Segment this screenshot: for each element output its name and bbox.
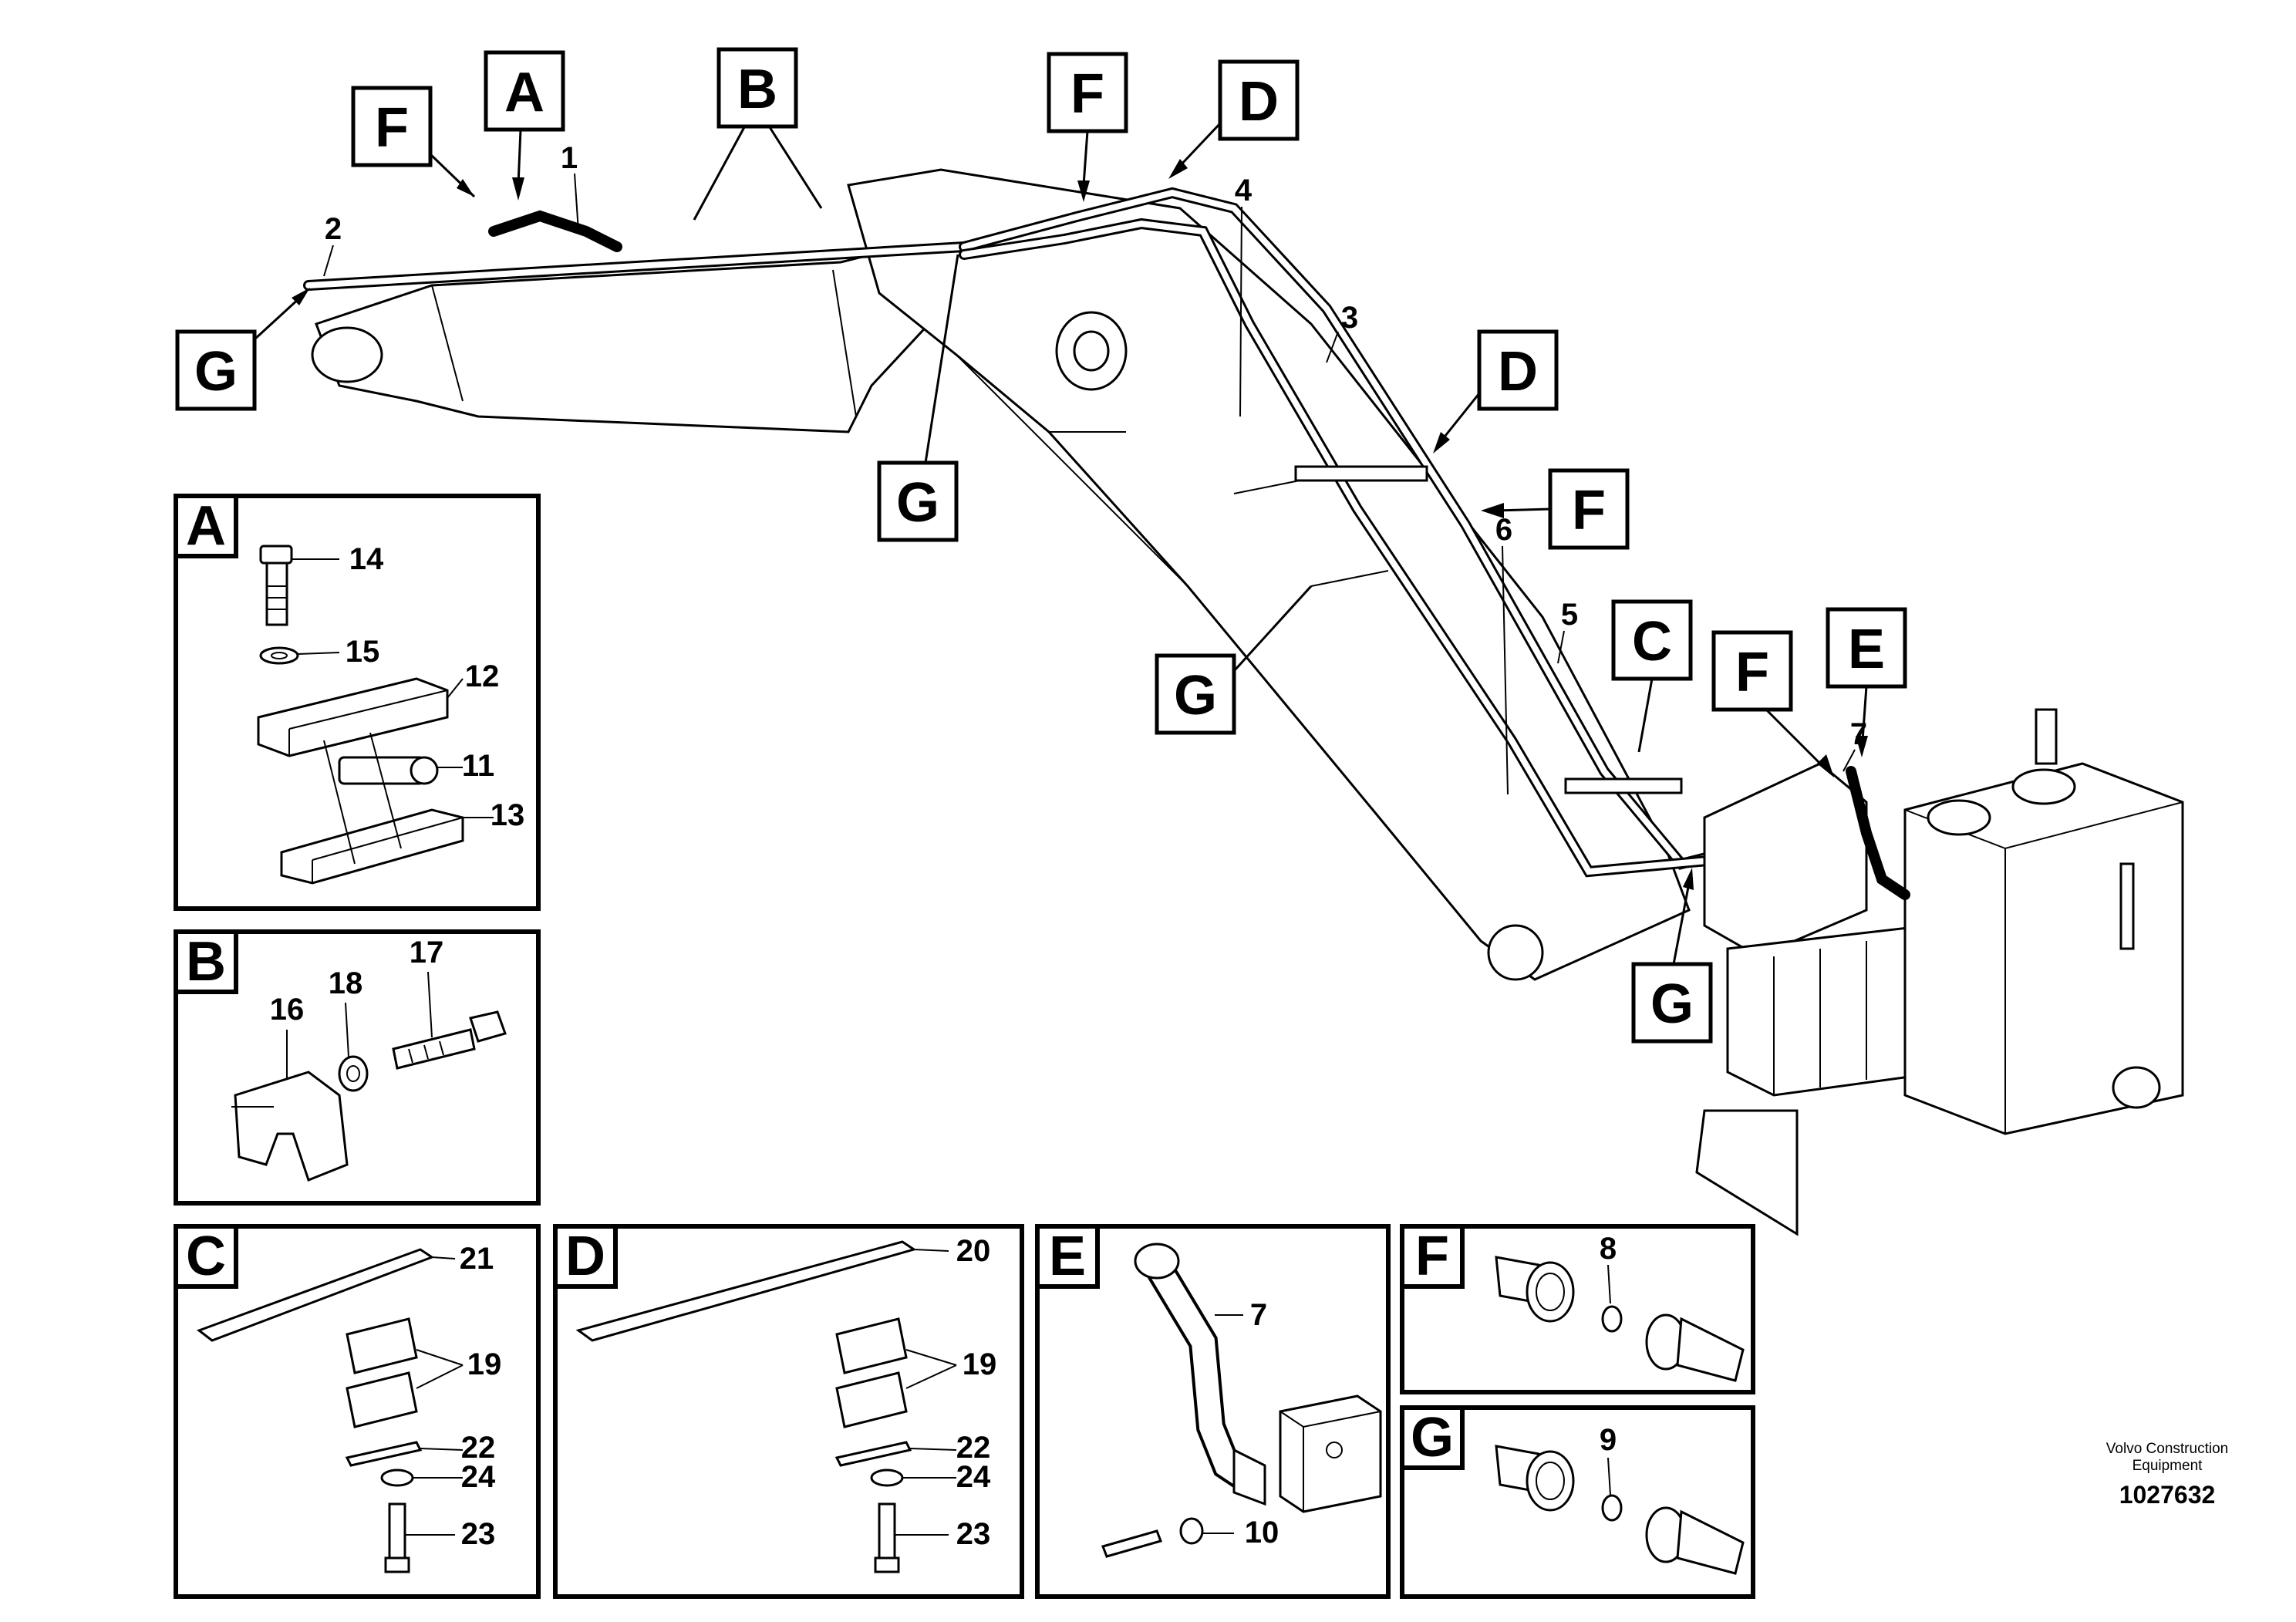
part-number-18: 18 bbox=[329, 966, 363, 1000]
part-number-16: 16 bbox=[270, 993, 305, 1027]
svg-text:G: G bbox=[1650, 973, 1694, 1035]
detail-panel-C: C 21 19 22 24 23 bbox=[174, 1224, 541, 1599]
svg-text:F: F bbox=[1572, 480, 1606, 541]
part-number-9: 9 bbox=[1600, 1423, 1617, 1457]
detail-panel-A: A 14 15 12 11 13 bbox=[174, 494, 541, 911]
part-number-14: 14 bbox=[349, 542, 384, 576]
svg-text:A: A bbox=[186, 495, 226, 557]
drawing-number: 1027632 bbox=[2119, 1481, 2216, 1509]
detail-panel-B: B 16 18 17 bbox=[174, 929, 541, 1206]
svg-text:G: G bbox=[1411, 1407, 1454, 1469]
callout-E-right: E bbox=[1826, 607, 1907, 757]
callout-G-bottom: G bbox=[1631, 868, 1713, 1044]
svg-text:F: F bbox=[1735, 642, 1769, 703]
svg-text:G: G bbox=[896, 472, 939, 534]
detail-panel-D: D 20 19 22 24 23 bbox=[553, 1224, 1024, 1599]
callout-F-top-left: F bbox=[351, 86, 476, 198]
part-number-10: 10 bbox=[1245, 1516, 1279, 1549]
part-number-11: 11 bbox=[462, 749, 494, 783]
part-number-7-e: 7 bbox=[1250, 1298, 1267, 1332]
svg-text:F: F bbox=[1415, 1226, 1449, 1287]
part-number-6: 6 bbox=[1495, 513, 1512, 547]
callout-D-right: D bbox=[1433, 329, 1559, 454]
part-number-22: 22 bbox=[461, 1431, 496, 1465]
part-number-15: 15 bbox=[346, 635, 380, 669]
part-number-23-d: 23 bbox=[956, 1517, 991, 1551]
part-number-24-d: 24 bbox=[956, 1460, 991, 1494]
callout-D-top: D bbox=[1168, 59, 1300, 179]
detail-panel-G: G 9 bbox=[1400, 1405, 1755, 1599]
svg-text:F: F bbox=[375, 97, 409, 159]
boom-illustration bbox=[303, 168, 2184, 1236]
part-number-23: 23 bbox=[461, 1517, 496, 1551]
callout-G-boom: G bbox=[1155, 585, 1313, 735]
brand-label: Volvo Construction Equipment bbox=[2106, 1441, 2229, 1474]
part-number-22-d: 22 bbox=[956, 1431, 991, 1465]
svg-text:D: D bbox=[565, 1226, 605, 1287]
detail-panel-E: E 7 10 bbox=[1035, 1224, 1391, 1599]
part-number-5: 5 bbox=[1561, 598, 1578, 632]
part-number-19-d: 19 bbox=[963, 1347, 997, 1381]
callout-G-left: G bbox=[175, 288, 310, 411]
svg-text:C: C bbox=[186, 1226, 226, 1287]
part-number-7: 7 bbox=[1850, 717, 1867, 751]
part-number-4: 4 bbox=[1235, 174, 1253, 207]
svg-text:G: G bbox=[1174, 665, 1217, 727]
part-number-24: 24 bbox=[461, 1460, 496, 1494]
drawing-footer: Volvo Construction Equipment 1027632 bbox=[2075, 1441, 2260, 1509]
part-number-2: 2 bbox=[325, 212, 342, 246]
svg-text:E: E bbox=[1049, 1226, 1086, 1287]
part-number-13: 13 bbox=[491, 798, 525, 832]
svg-text:G: G bbox=[194, 341, 238, 403]
callout-F-right: F bbox=[1481, 468, 1630, 550]
part-number-20: 20 bbox=[956, 1234, 991, 1268]
svg-text:D: D bbox=[1498, 341, 1538, 403]
part-number-17: 17 bbox=[410, 936, 444, 969]
part-number-21: 21 bbox=[460, 1242, 494, 1276]
svg-text:E: E bbox=[1848, 619, 1885, 680]
part-number-19: 19 bbox=[467, 1347, 502, 1381]
svg-text:B: B bbox=[186, 931, 226, 993]
part-number-12: 12 bbox=[465, 659, 500, 693]
svg-text:C: C bbox=[1632, 611, 1672, 673]
svg-text:D: D bbox=[1239, 71, 1279, 133]
main-part-numbers: 1 2 3 4 5 6 7 bbox=[323, 141, 1867, 795]
part-number-3: 3 bbox=[1341, 301, 1358, 335]
part-number-8: 8 bbox=[1600, 1232, 1617, 1266]
svg-text:B: B bbox=[737, 59, 777, 120]
callout-B-top: B bbox=[693, 47, 823, 221]
part-number-1: 1 bbox=[561, 141, 578, 175]
callout-A-top: A bbox=[484, 50, 565, 201]
detail-panel-F: F 8 bbox=[1400, 1224, 1755, 1394]
svg-text:F: F bbox=[1070, 63, 1104, 125]
callout-C-right: C bbox=[1611, 599, 1693, 753]
svg-text:A: A bbox=[504, 62, 544, 123]
callout-G-mid: G bbox=[877, 254, 959, 542]
callout-F-top-right: F bbox=[1047, 52, 1128, 202]
callout-F-valve: F bbox=[1711, 630, 1834, 777]
